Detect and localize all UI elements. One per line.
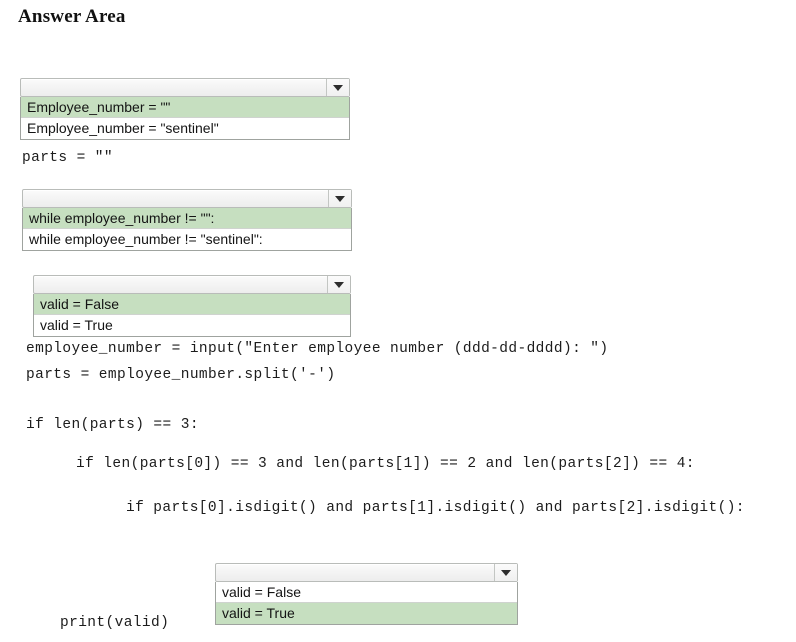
code-parts-split: parts = employee_number.split('-') (26, 367, 336, 383)
chevron-down-icon[interactable] (328, 190, 351, 207)
chevron-down-icon[interactable] (326, 79, 349, 96)
dropdown-employee-number-init-options: Employee_number = "" Employee_number = "… (20, 97, 350, 140)
dropdown-option[interactable]: valid = False (34, 294, 350, 315)
dropdown-valid-init-select[interactable] (33, 275, 351, 294)
chevron-down-glyph (335, 195, 345, 202)
chevron-down-glyph (334, 281, 344, 288)
chevron-down-glyph (501, 569, 511, 576)
chevron-down-glyph (333, 84, 343, 91)
dropdown-option[interactable]: Employee_number = "" (21, 97, 349, 118)
code-input-prompt: employee_number = input("Enter employee … (26, 341, 609, 357)
code-if-len-parts: if len(parts) == 3: (26, 417, 199, 433)
dropdown-valid-init[interactable]: valid = False valid = True (33, 275, 351, 337)
code-if-isdigit: if parts[0].isdigit() and parts[1].isdig… (126, 500, 745, 516)
code-print-valid: print(valid) (60, 615, 170, 631)
dropdown-valid-assign[interactable]: valid = False valid = True (215, 563, 518, 625)
code-if-len-segments: if len(parts[0]) == 3 and len(parts[1]) … (76, 456, 695, 472)
dropdown-employee-number-init-select[interactable] (20, 78, 350, 97)
dropdown-while-condition-value (23, 190, 328, 207)
dropdown-option[interactable]: while employee_number != "": (23, 208, 351, 229)
dropdown-option[interactable]: while employee_number != "sentinel": (29, 231, 263, 247)
dropdown-while-condition-select[interactable] (22, 189, 352, 208)
dropdown-option[interactable]: valid = False (216, 582, 517, 603)
dropdown-valid-assign-value (216, 564, 494, 581)
dropdown-valid-assign-options: valid = False valid = True (215, 582, 518, 625)
dropdown-while-condition[interactable]: while employee_number != "": while emplo… (22, 189, 352, 251)
dropdown-valid-assign-select[interactable] (215, 563, 518, 582)
dropdown-option[interactable]: Employee_number = "sentinel" (27, 120, 219, 136)
dropdown-employee-number-init[interactable]: Employee_number = "" Employee_number = "… (20, 78, 350, 140)
dropdown-valid-init-options: valid = False valid = True (33, 294, 351, 337)
dropdown-while-condition-options: while employee_number != "": while emplo… (22, 208, 352, 251)
page-title: Answer Area (18, 6, 126, 27)
chevron-down-icon[interactable] (327, 276, 350, 293)
dropdown-employee-number-init-value (21, 79, 326, 96)
chevron-down-icon[interactable] (494, 564, 517, 581)
dropdown-option[interactable]: valid = True (40, 317, 113, 333)
code-parts-init: parts = "" (22, 150, 114, 166)
dropdown-option[interactable]: valid = True (216, 603, 517, 624)
dropdown-valid-init-value (34, 276, 327, 293)
